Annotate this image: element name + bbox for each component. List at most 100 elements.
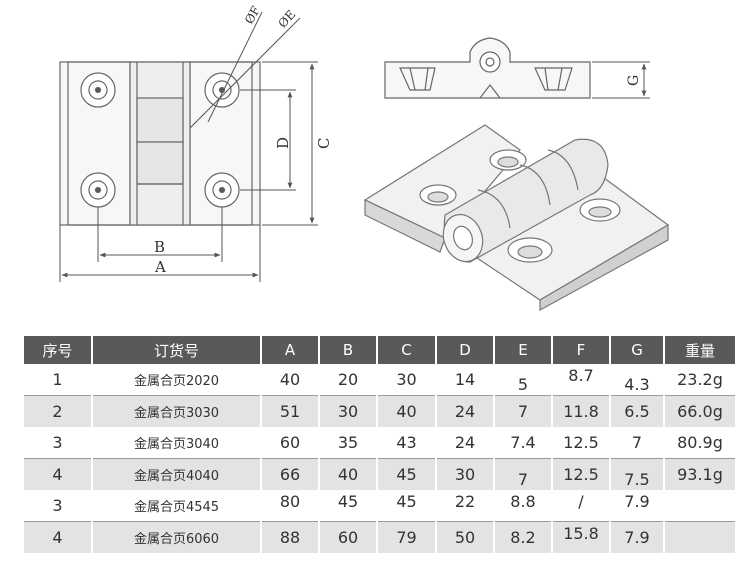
cell-f-value: 8.7 xyxy=(568,366,594,385)
header-g: G xyxy=(611,336,663,364)
cell-d-value: 22 xyxy=(454,492,476,511)
cell-g: 7.9 xyxy=(611,490,663,522)
cell-d: 22 xyxy=(437,490,493,522)
table-header-row: 序号 订货号 A B C D E F G 重量 xyxy=(24,336,735,364)
table-row: 2 金属合页3030 51 30 40 24 7 11.8 6.5 66.0g xyxy=(24,396,735,427)
diameter-label-f: ØF xyxy=(242,4,263,27)
cell-f: 15.8 xyxy=(553,522,609,553)
cell-weight: 93.1g xyxy=(665,459,735,490)
cell-g: 7.9 xyxy=(611,522,663,553)
header-d: D xyxy=(437,336,493,364)
cell-weight: 80.9g xyxy=(665,427,735,459)
cell-f-value: 15.8 xyxy=(563,524,599,543)
cell-c: 40 xyxy=(378,396,435,427)
isometric-view-drawing xyxy=(363,124,670,312)
cell-weight: 23.2g xyxy=(665,364,735,396)
cell-a: 60 xyxy=(262,427,318,459)
cell-b-value: 45 xyxy=(337,492,359,511)
cell-c: 30 xyxy=(378,364,435,396)
cell-order-no: 金属合页4545 xyxy=(93,490,260,522)
cell-b: 35 xyxy=(320,427,376,459)
cell-a-value: 80 xyxy=(279,492,301,511)
cell-weight xyxy=(665,522,735,553)
dimension-label-c: C xyxy=(315,138,333,149)
cell-b: 30 xyxy=(320,396,376,427)
cell-weight: 66.0g xyxy=(665,396,735,427)
cell-e-value: 5 xyxy=(517,375,529,394)
spec-table: 序号 订货号 A B C D E F G 重量 1 金属合页2020 40 20… xyxy=(22,336,737,553)
cell-c: 45 xyxy=(378,490,435,522)
header-a: A xyxy=(262,336,318,364)
cell-b: 40 xyxy=(320,459,376,490)
cell-b: 45 xyxy=(320,490,376,522)
cell-order-no: 金属合页6060 xyxy=(93,522,260,553)
cell-g: 4.3 xyxy=(611,364,663,396)
cell-g: 7.5 xyxy=(611,459,663,490)
cell-e: 7 xyxy=(495,459,551,490)
dimension-label-b: B xyxy=(154,238,165,256)
cell-f: / xyxy=(553,490,609,522)
cell-g: 7 xyxy=(611,427,663,459)
header-order-no: 订货号 xyxy=(93,336,260,364)
cell-d: 14 xyxy=(437,364,493,396)
cell-e: 8.8 xyxy=(495,490,551,522)
cell-seq: 3 xyxy=(24,427,91,459)
mounting-hole-top-left xyxy=(80,72,116,108)
cell-seq: 4 xyxy=(24,459,91,490)
cell-a: 80 xyxy=(262,490,318,522)
cell-b: 20 xyxy=(320,364,376,396)
cell-seq: 2 xyxy=(24,396,91,427)
dimension-label-d: D xyxy=(274,137,292,149)
mounting-hole-bottom-right xyxy=(204,172,240,208)
cell-order-no: 金属合页4040 xyxy=(93,459,260,490)
table-row: 4 金属合页4040 66 40 45 30 7 12.5 7.5 93.1g xyxy=(24,459,735,490)
header-e: E xyxy=(495,336,551,364)
table-row: 1 金属合页2020 40 20 30 14 5 8.7 4.3 23.2g xyxy=(24,364,735,396)
cell-d: 24 xyxy=(437,396,493,427)
table-row: 3 金属合页3040 60 35 43 24 7.4 12.5 7 80.9g xyxy=(24,427,735,459)
cell-e: 5 xyxy=(495,364,551,396)
cell-a: 40 xyxy=(262,364,318,396)
cell-order-no: 金属合页2020 xyxy=(93,364,260,396)
cell-d: 50 xyxy=(437,522,493,553)
cell-g-value: 7.9 xyxy=(624,492,650,511)
cell-f: 11.8 xyxy=(553,396,609,427)
cell-f: 12.5 xyxy=(553,427,609,459)
cell-c: 43 xyxy=(378,427,435,459)
cell-e: 7.4 xyxy=(495,427,551,459)
cell-e-value: 8.8 xyxy=(510,492,536,511)
header-f: F xyxy=(553,336,609,364)
cell-seq: 3 xyxy=(24,490,91,522)
cell-a: 51 xyxy=(262,396,318,427)
cell-seq: 4 xyxy=(24,522,91,553)
dimension-label-g: G xyxy=(626,75,642,86)
cell-a: 66 xyxy=(262,459,318,490)
cell-c-value: 45 xyxy=(396,492,417,511)
cell-f: 12.5 xyxy=(553,459,609,490)
cell-e: 8.2 xyxy=(495,522,551,553)
cell-e-value: 7 xyxy=(517,470,529,489)
cell-g: 6.5 xyxy=(611,396,663,427)
cell-order-no: 金属合页3040 xyxy=(93,427,260,459)
table-row: 3 金属合页4545 80 45 45 22 8.8 / 7.9 xyxy=(24,490,735,522)
table-row: 4 金属合页6060 88 60 79 50 8.2 15.8 7.9 xyxy=(24,522,735,553)
front-view-drawing xyxy=(59,11,301,226)
dimension-lines xyxy=(59,61,318,282)
header-seq: 序号 xyxy=(24,336,91,364)
cell-b: 60 xyxy=(320,522,376,553)
dimension-label-a: A xyxy=(154,258,166,276)
side-view-drawing xyxy=(384,37,650,99)
cell-d: 30 xyxy=(437,459,493,490)
cell-seq: 1 xyxy=(24,364,91,396)
mounting-hole-top-right xyxy=(204,72,240,108)
cell-c: 79 xyxy=(378,522,435,553)
header-weight: 重量 xyxy=(665,336,735,364)
cell-d: 24 xyxy=(437,427,493,459)
cell-a: 88 xyxy=(262,522,318,553)
cell-c: 45 xyxy=(378,459,435,490)
cell-e: 7 xyxy=(495,396,551,427)
diameter-label-e: ØE xyxy=(275,7,298,30)
cell-weight xyxy=(665,490,735,522)
cell-g-value: 7.5 xyxy=(624,470,650,489)
cell-f: 8.7 xyxy=(553,364,609,396)
